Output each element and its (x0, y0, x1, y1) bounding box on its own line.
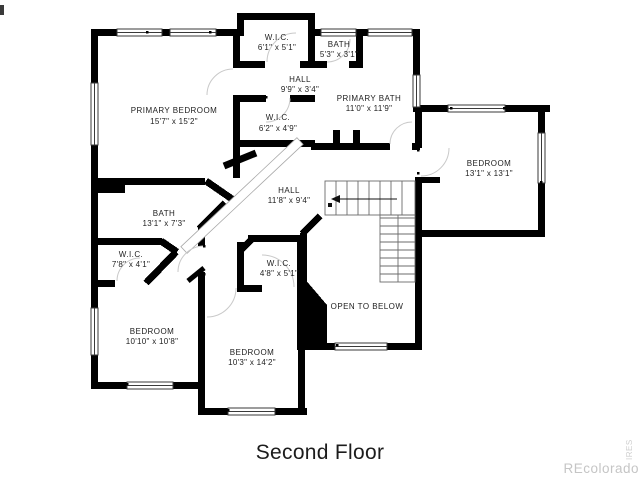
door-leaves (186, 149, 258, 283)
staircase (324, 180, 416, 283)
room-label-open-below: OPEN TO BELOW (331, 302, 404, 311)
room-dims-bedroom-bottom: 10'3" x 14'2" (228, 358, 276, 367)
watermark-ires: IRES (625, 439, 634, 460)
room-dims-bath-top: 5'3" x 3'1" (320, 50, 358, 59)
room-label-hall-top: HALL (289, 75, 311, 84)
wall-ticks (95, 30, 543, 412)
room-label-bedroom-left: BEDROOM (130, 327, 175, 336)
room-dims-wic-mid: 6'2" x 4'9" (259, 124, 297, 133)
room-dims-bath-left: 13'1" x 7'3" (142, 219, 185, 228)
room-label-bath-top: BATH (328, 40, 351, 49)
room-label-wic-left: W.I.C. (119, 250, 143, 259)
room-labels: W.I.C. 6'1" x 5'1" BATH 5'3" x 3'1" HALL… (112, 33, 513, 367)
room-label-bedroom-right: BEDROOM (467, 159, 512, 168)
room-label-wic-top: W.I.C. (265, 33, 289, 42)
room-dims-wic-center: 4'8" x 5'1" (260, 269, 298, 278)
room-dims-wic-left: 7'8" x 4'1" (112, 260, 150, 269)
watermark-recolorado: REcolorado (563, 461, 639, 476)
room-label-primary-bedroom: PRIMARY BEDROOM (131, 106, 217, 115)
room-dims-hall-top: 9'9" x 3'4" (281, 85, 319, 94)
room-dims-bedroom-right: 13'1" x 13'1" (465, 169, 513, 178)
room-dims-primary-bedroom: 15'7" x 15'2" (150, 117, 198, 126)
stair-direction-arrow (328, 195, 397, 207)
room-label-bath-left: BATH (153, 209, 176, 218)
room-label-wic-center: W.I.C. (267, 259, 291, 268)
room-dims-primary-bath: 11'0" x 11'9" (346, 104, 393, 113)
room-label-primary-bath: PRIMARY BATH (337, 94, 402, 103)
door-arcs (116, 32, 450, 318)
door-passage-band (180, 137, 304, 254)
room-dims-bedroom-left: 10'10" x 10'8" (126, 337, 179, 346)
room-dims-hall-center: 11'8" x 9'4" (268, 196, 310, 205)
room-label-wic-mid: W.I.C. (266, 113, 290, 122)
windows (90, 28, 546, 416)
room-label-hall-center: HALL (278, 186, 300, 195)
scan-artifact (0, 5, 4, 15)
room-dims-wic-top: 6'1" x 5'1" (258, 43, 296, 52)
room-label-bedroom-bottom: BEDROOM (230, 348, 275, 357)
floor-title: Second Floor (256, 441, 385, 464)
